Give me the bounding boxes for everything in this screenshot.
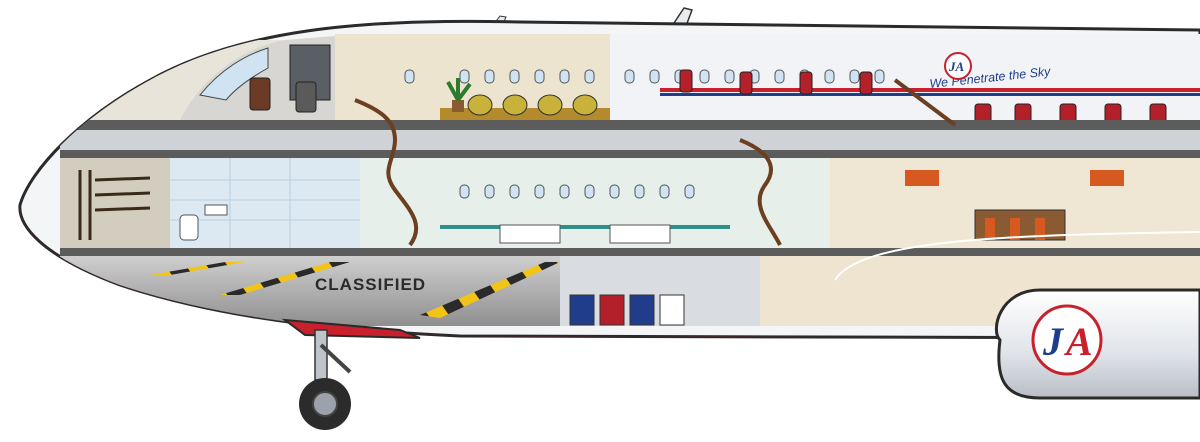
ja-logo-icon <box>944 52 972 80</box>
copilot-seat <box>295 81 317 113</box>
duct-channel <box>60 130 1200 150</box>
galley-carts <box>569 294 685 326</box>
washroom <box>170 158 360 248</box>
engine-logo-a: A <box>1063 319 1093 364</box>
lounge-chairs <box>467 94 598 116</box>
cockpit-windshield <box>199 47 269 101</box>
livery-stripe-red <box>660 88 1200 92</box>
teal-stripe <box>440 225 730 229</box>
sink <box>204 204 228 216</box>
toilet <box>179 214 199 241</box>
potted-plant-icon <box>446 78 472 112</box>
hazard-stripe-2 <box>220 262 350 295</box>
bunk-2 <box>609 224 671 244</box>
main-deck-ceiling <box>60 150 1200 158</box>
hazard-stripe-1 <box>150 262 245 275</box>
livery-stripe-blue <box>660 93 1200 96</box>
washroom-tiles <box>170 158 360 248</box>
logo-letters-upper: JA <box>948 59 965 74</box>
rifle-icon <box>78 170 151 240</box>
upper-floor <box>60 120 1200 130</box>
landing-gear <box>299 329 352 430</box>
bar-stools <box>985 218 1045 240</box>
main-cabin <box>360 158 830 248</box>
bunk-1 <box>499 224 561 244</box>
armory <box>60 158 170 248</box>
wall-art-1 <box>905 170 939 186</box>
hold-label: CLASSIFIED <box>315 275 426 294</box>
suite-curve <box>834 231 1200 281</box>
engine-logo <box>1031 304 1103 376</box>
main-floor <box>60 248 1200 256</box>
engine-logo-j: J <box>1042 319 1065 364</box>
wall-art-2 <box>1090 170 1124 186</box>
pilot-seat <box>249 77 271 111</box>
hazard-stripe-3 <box>420 262 560 318</box>
